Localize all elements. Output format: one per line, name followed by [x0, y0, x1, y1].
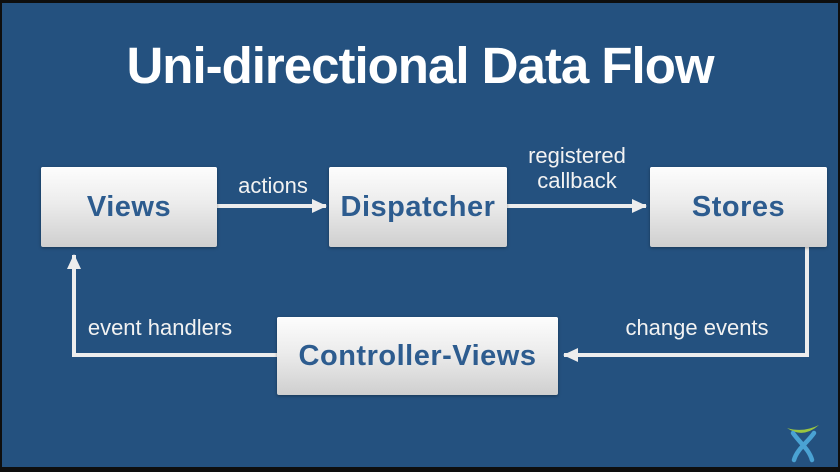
node-dispatcher-label: Dispatcher [340, 190, 496, 223]
node-views: Views [41, 167, 217, 247]
edge-label-actions: actions [238, 173, 308, 198]
atlassian-logo-arc [787, 425, 819, 433]
node-dispatcher: Dispatcher [329, 167, 507, 247]
edge-label-event-handlers: event handlers [87, 315, 233, 340]
node-stores-label: Stores [691, 190, 786, 223]
edge-label-registered-callback: registered callback [528, 143, 626, 194]
node-views-label: Views [86, 190, 172, 223]
edge-label-change-events: change events [625, 315, 769, 340]
atlassian-logo-figure-stroke-2 [791, 430, 817, 463]
node-controller-views-label: Controller-Views [298, 339, 537, 372]
node-controller-views: Controller-Views [277, 317, 558, 395]
node-stores: Stores [650, 167, 827, 247]
atlassian-logo [787, 425, 819, 463]
slide-title: Uni-directional Data Flow [126, 37, 714, 94]
